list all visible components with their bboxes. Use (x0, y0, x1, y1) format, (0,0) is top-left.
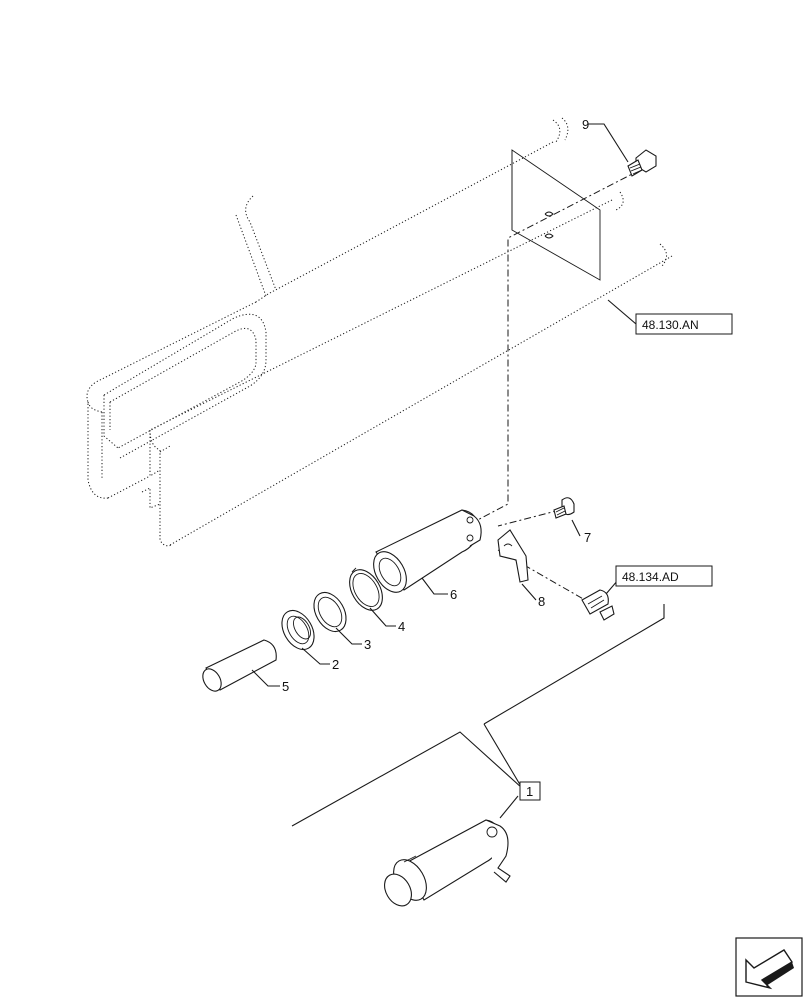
callout-3: 3 (364, 637, 371, 652)
part-6-housing (373, 509, 482, 593)
explode-bracket (291, 604, 665, 827)
part-2-seal (281, 609, 315, 651)
frame-bracket-plate (511, 149, 601, 281)
part-7-bolt (553, 497, 575, 519)
callout-7: 7 (584, 530, 591, 545)
part-9-bolt (627, 149, 657, 177)
arrow-bottom-left-icon[interactable] (735, 937, 803, 997)
callout-8: 8 (538, 594, 545, 609)
reference-48-134-ad-box[interactable] (615, 565, 713, 587)
leader-lines (251, 123, 637, 819)
callout-2: 2 (332, 657, 339, 672)
frame-beam (86, 117, 673, 547)
part-4-snap-ring (349, 567, 383, 611)
callout-4: 4 (398, 619, 405, 634)
callout-1: 1 (526, 784, 533, 799)
assembly-item-1 (384, 819, 511, 907)
grease-fitting (581, 589, 615, 621)
reference-48-130-an-box[interactable] (635, 313, 733, 335)
reference-48-134-ad[interactable]: 48.134.AD (622, 570, 679, 584)
callout-1-box (519, 781, 541, 801)
reference-48-130-an[interactable]: 48.130.AN (642, 318, 699, 332)
part-5-pin (202, 639, 277, 692)
callout-9: 9 (582, 117, 589, 132)
assembly-centerlines (469, 169, 641, 601)
callout-6: 6 (450, 587, 457, 602)
callout-5: 5 (282, 679, 289, 694)
part-8-lock-plate (497, 529, 529, 583)
part-3-washer (313, 591, 347, 633)
